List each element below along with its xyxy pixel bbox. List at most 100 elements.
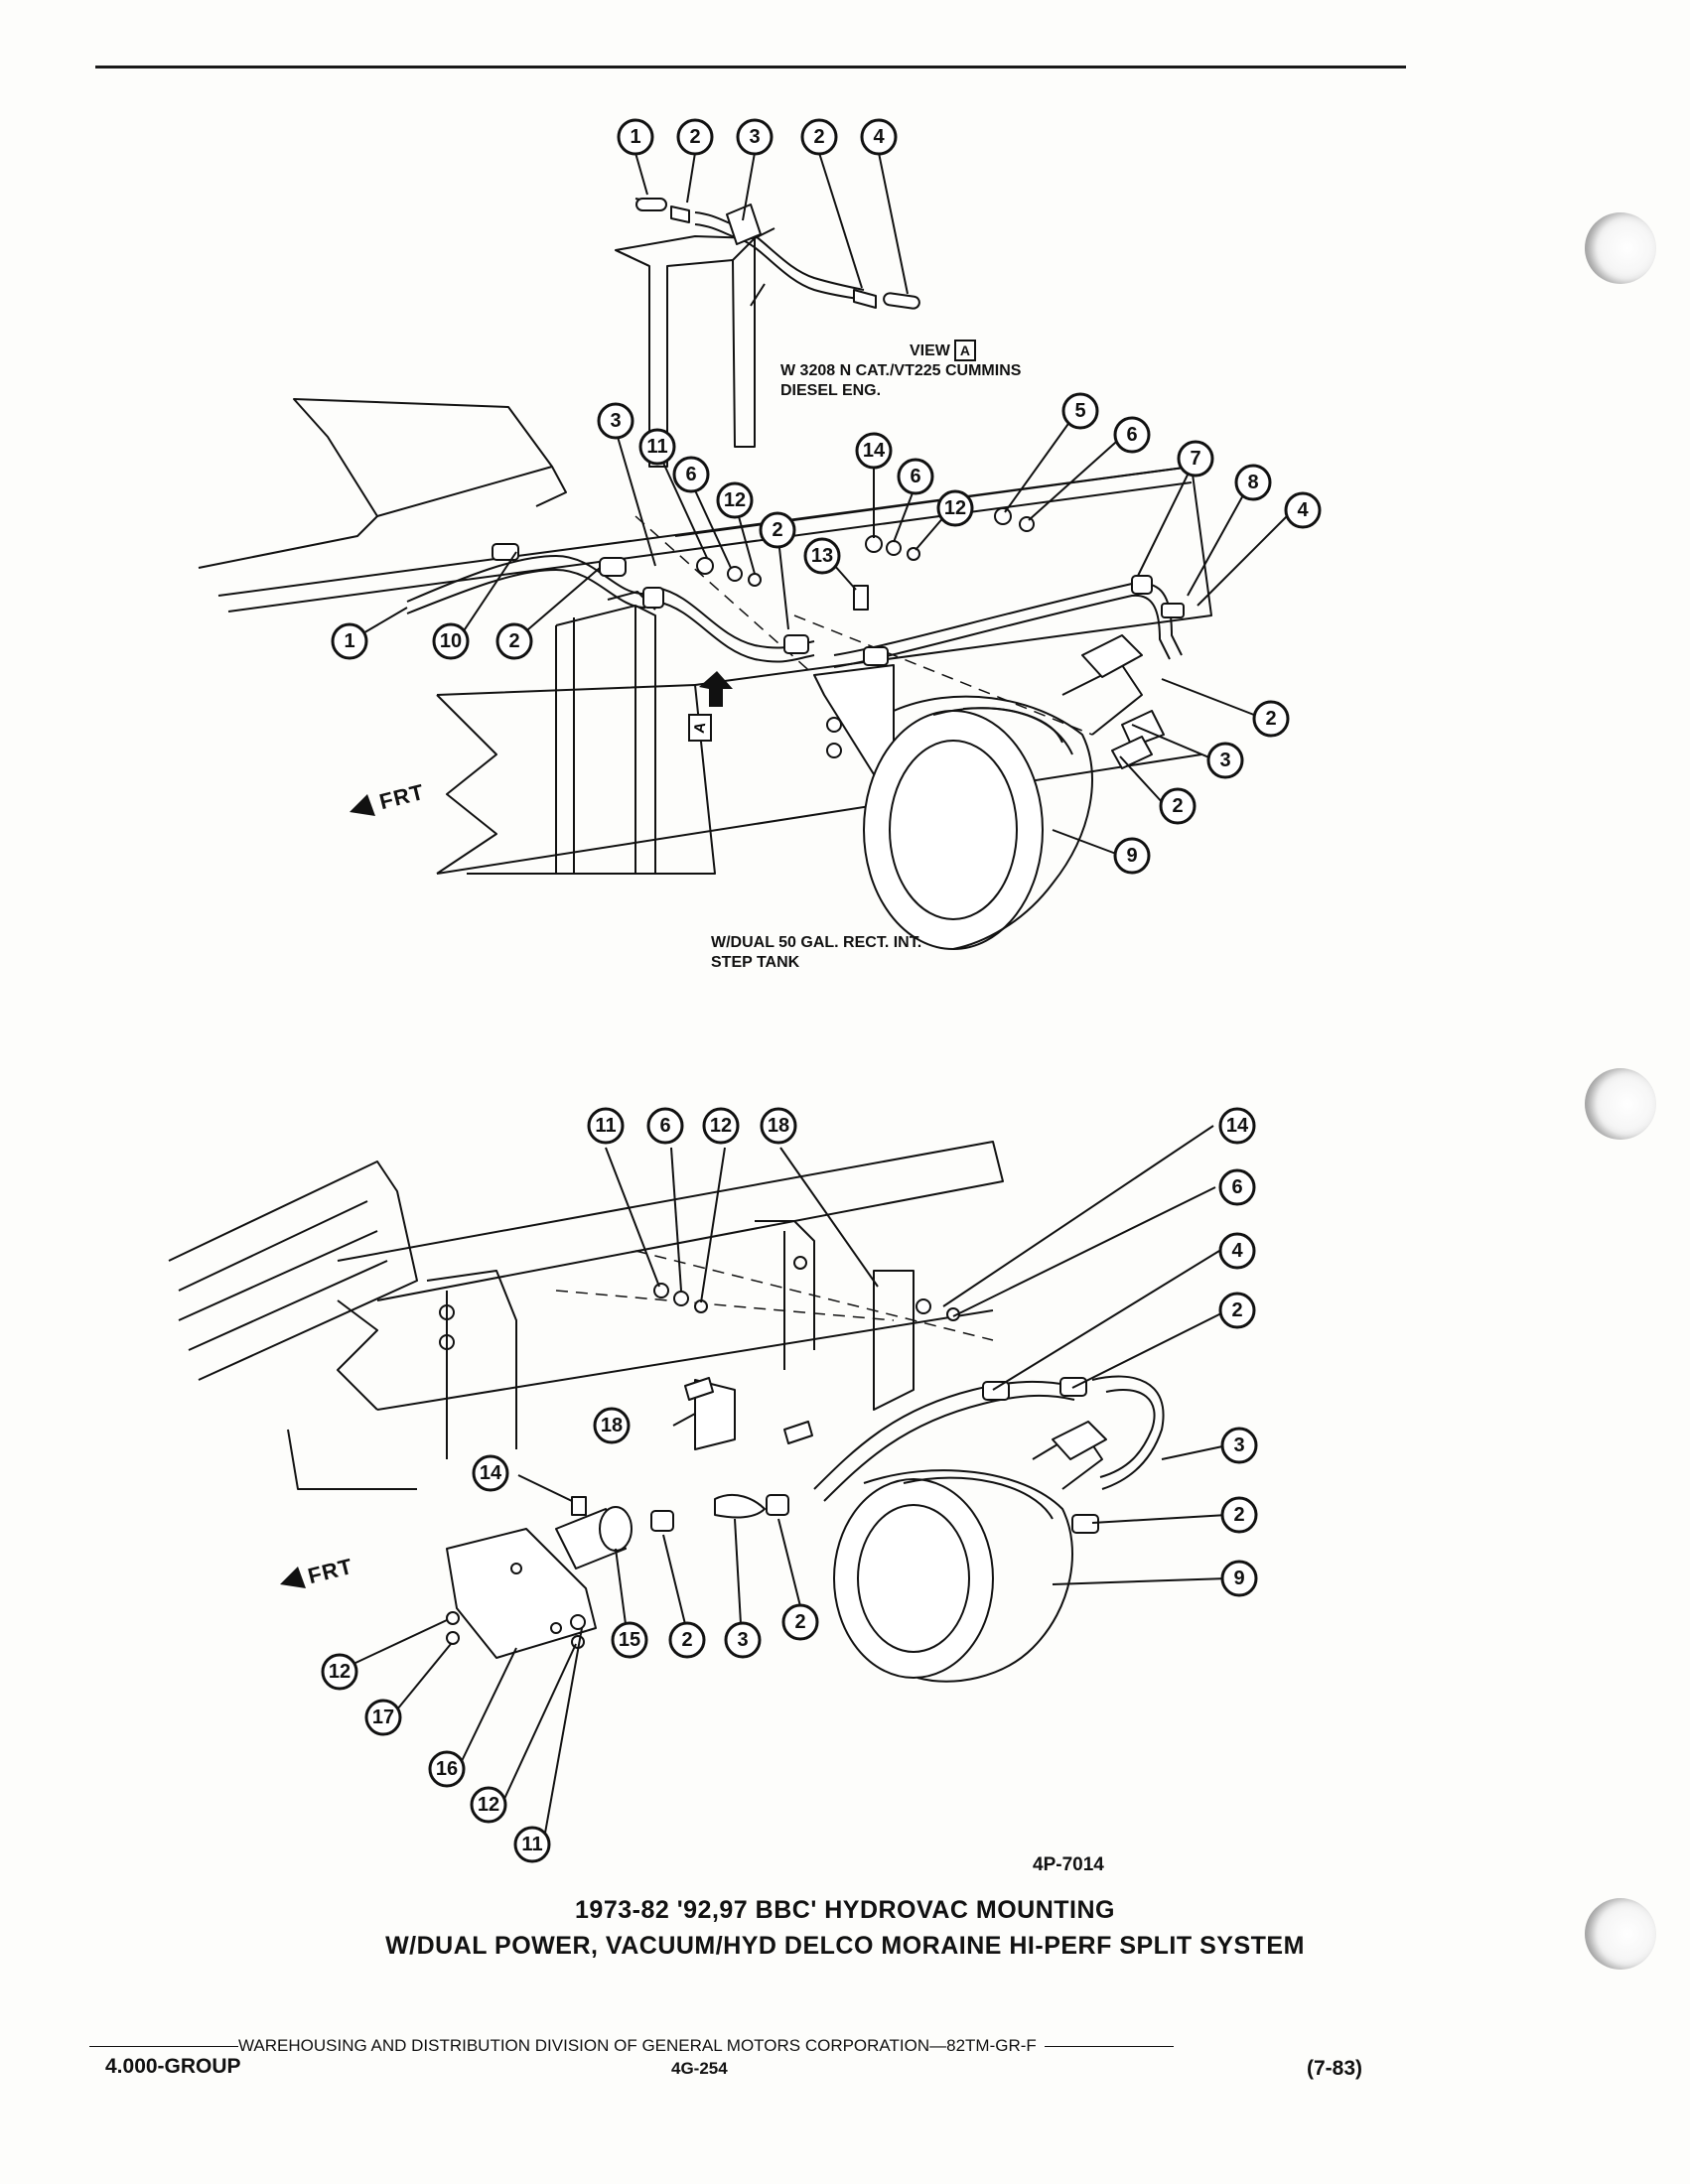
footer-division-line: WAREHOUSING AND DISTRIBUTION DIVISION OF… (89, 2036, 1380, 2056)
callout-6b: 6 (897, 458, 934, 495)
svg-text:2: 2 (681, 1629, 692, 1651)
svg-text:6: 6 (659, 1115, 670, 1137)
callout-12: 12 (716, 481, 754, 519)
svg-text:3: 3 (610, 410, 621, 432)
svg-text:12: 12 (724, 489, 746, 511)
svg-text:12: 12 (710, 1115, 732, 1137)
svg-text:9: 9 (1126, 845, 1137, 867)
a-marker-arrow (699, 671, 733, 707)
figure-number: 4P-7014 (1033, 1854, 1104, 1875)
callout-14: 14 (855, 432, 893, 470)
callout-3b: 3 (724, 1621, 762, 1659)
svg-text:9: 9 (1233, 1568, 1244, 1589)
svg-text:2: 2 (1265, 708, 1276, 730)
callout-1: 1 (331, 622, 368, 660)
svg-text:4: 4 (1231, 1240, 1243, 1262)
svg-text:2: 2 (508, 630, 519, 652)
lower-mount-and-parts (446, 1283, 960, 1659)
svg-text:18: 18 (768, 1115, 789, 1137)
svg-text:2: 2 (794, 1611, 805, 1633)
callout-2: 2 (759, 511, 796, 549)
svg-text:12: 12 (329, 1661, 351, 1683)
svg-text:2: 2 (1172, 795, 1183, 817)
frt-arrows (280, 794, 375, 1588)
title-line-1: 1973-82 '92,97 BBC' HYDROVAC MOUNTING (575, 1896, 1115, 1924)
callout-9: 9 (1113, 837, 1151, 875)
callout-6b: 6 (1218, 1168, 1256, 1206)
step-tank-line2: STEP TANK (711, 954, 800, 971)
svg-text:2: 2 (1231, 1299, 1242, 1321)
svg-text:6: 6 (910, 466, 920, 487)
svg-text:4: 4 (1297, 499, 1309, 521)
callout-8: 8 (1234, 464, 1272, 501)
svg-text:1: 1 (630, 126, 640, 148)
callout-3: 3 (597, 402, 634, 440)
callouts-upper-assembly: 3 11 6 12 2 13 14 6 12 5 6 7 8 4 1 10 2 … (331, 392, 1322, 875)
callout-18: 18 (760, 1107, 797, 1145)
callout-6: 6 (646, 1107, 684, 1145)
callout-10: 10 (432, 622, 470, 660)
view-caption-line1: W 3208 N CAT./VT225 CUMMINS (780, 362, 1022, 379)
callout-3b: 3 (1206, 742, 1244, 779)
callout-4: 4 (860, 118, 898, 156)
svg-text:17: 17 (372, 1706, 394, 1728)
callout-7: 7 (1177, 440, 1214, 478)
callout-2b: 2 (800, 118, 838, 156)
upper-frame-rail (198, 398, 1212, 875)
svg-text:14: 14 (1226, 1115, 1249, 1137)
lower-hydrovac-unit (833, 1421, 1107, 1683)
binder-hole-top (1585, 212, 1656, 284)
svg-text:2: 2 (689, 126, 700, 148)
svg-text:10: 10 (440, 630, 462, 652)
footer-group: 4.000-GROUP (105, 2055, 241, 2078)
a-marker-box: A (688, 714, 712, 742)
view-caption-line2: DIESEL ENG. (780, 382, 882, 399)
svg-text:6: 6 (1126, 424, 1137, 446)
callout-16: 16 (428, 1750, 466, 1788)
view-label: VIEW (910, 342, 950, 359)
callout-12: 12 (702, 1107, 740, 1145)
callout-12b: 12 (936, 489, 974, 527)
svg-text:11: 11 (646, 436, 667, 458)
callout-6: 6 (672, 456, 710, 493)
svg-text:2: 2 (1233, 1504, 1244, 1526)
callouts-lower-assembly: 11 6 12 18 14 6 4 2 3 2 9 18 14 15 2 3 2… (321, 1107, 1258, 1863)
callout-3: 3 (736, 118, 774, 156)
svg-text:6: 6 (685, 464, 696, 485)
callout-4: 4 (1218, 1232, 1256, 1270)
upper-hydrovac-unit (863, 634, 1165, 950)
svg-text:13: 13 (811, 545, 833, 567)
svg-text:12: 12 (944, 497, 966, 519)
step-tank-caption: W/DUAL 50 GAL. RECT. INT. STEP TANK (711, 933, 921, 973)
callout-2d: 2 (1252, 700, 1290, 738)
binder-hole-middle (1585, 1068, 1656, 1140)
callout-2: 2 (676, 118, 714, 156)
callout-15: 15 (611, 1621, 648, 1659)
svg-text:15: 15 (619, 1629, 640, 1651)
callout-2e: 2 (1159, 787, 1197, 825)
svg-text:A: A (691, 721, 710, 735)
callouts-view-a: 1 2 3 2 4 (617, 118, 898, 156)
footer-date: (7-83) (1307, 2057, 1363, 2080)
callout-2c: 2 (495, 622, 533, 660)
callout-17: 17 (364, 1699, 402, 1736)
callout-14b: 14 (472, 1454, 509, 1492)
callout-12c: 12 (470, 1786, 507, 1824)
svg-text:1: 1 (344, 630, 354, 652)
top-rule (95, 66, 1406, 68)
view-box: A (953, 340, 976, 361)
svg-text:14: 14 (863, 440, 886, 462)
leader-lines (349, 152, 1294, 1840)
callout-11: 11 (587, 1107, 625, 1145)
svg-text:18: 18 (601, 1415, 623, 1436)
svg-text:2: 2 (772, 519, 782, 541)
callout-2d: 2 (781, 1603, 819, 1641)
callout-11b: 11 (513, 1826, 551, 1863)
callout-12b: 12 (321, 1653, 358, 1691)
svg-text:11: 11 (521, 1834, 542, 1855)
step-tank-line1: W/DUAL 50 GAL. RECT. INT. (711, 934, 922, 951)
binder-hole-bottom (1585, 1898, 1656, 1970)
